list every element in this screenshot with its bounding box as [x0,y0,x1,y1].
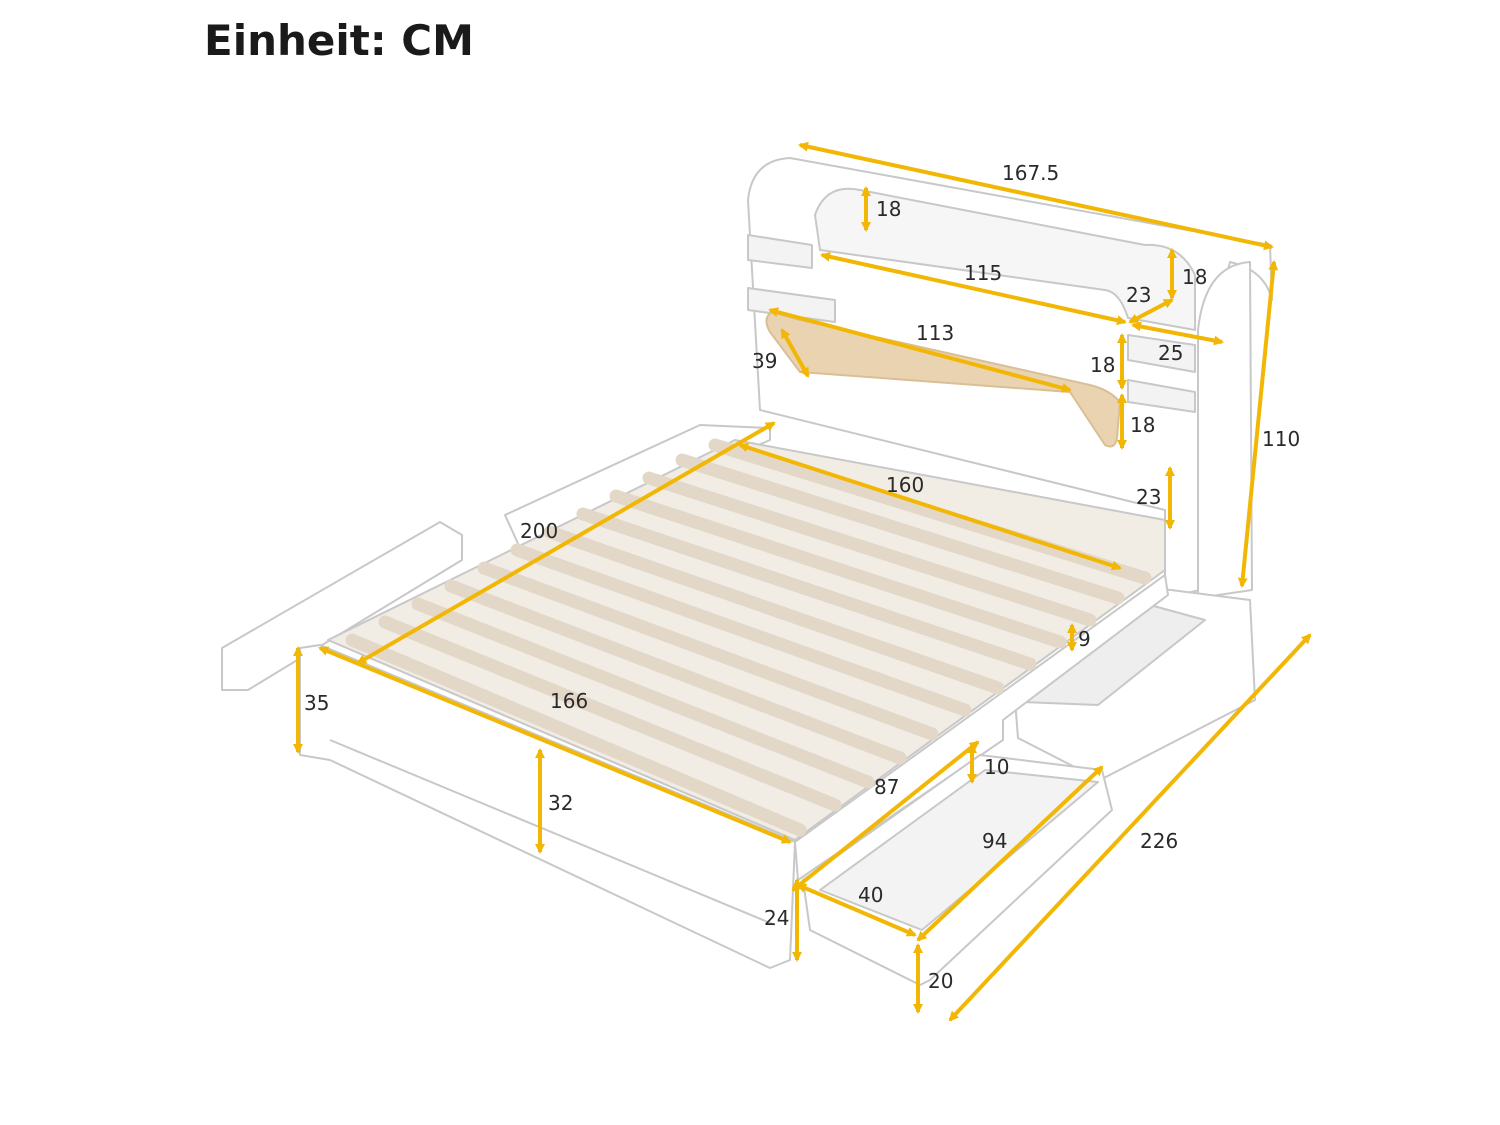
label-cushion-height: 39 [752,349,777,373]
label-side-shelf-height: 18 [1182,265,1207,289]
dimension-arrows [293,141,1312,1022]
arrow-total-length [948,633,1312,1022]
dimension-labels: 167.5 18 115 18 23 25 113 39 18 18 110 1… [304,161,1300,993]
arrow-inner-length [356,421,776,665]
arrow-drawer-width [796,883,917,937]
label-rail-gap: 23 [1136,485,1161,509]
label-side-length: 166 [550,689,588,713]
label-rail-height: 9 [1078,627,1091,651]
label-drawer-clearance: 10 [984,755,1009,779]
label-drawer-depth: 94 [982,829,1007,853]
arrow-side-shelf-depth [1128,298,1174,324]
label-cubby-height-upper: 18 [1090,353,1115,377]
label-cubby-height-lower: 18 [1130,413,1155,437]
label-drawer-front-height: 24 [764,906,789,930]
label-total-length: 226 [1140,829,1178,853]
label-drawer-length: 87 [874,775,899,799]
right-cubby-bottom [1127,379,1196,413]
label-side-height: 35 [304,691,329,715]
arrow-side-length [318,646,792,844]
label-side-shelf-width: 25 [1158,341,1183,365]
arrow-shelf-width [820,251,1127,326]
diagram-title: Einheit: CM [204,16,474,65]
arrow-side-shelf-width [1131,321,1224,346]
arrow-headboard-height [1237,260,1279,588]
arrow-headboard-width [798,141,1274,251]
arrow-cushion-width [768,307,1072,393]
label-cushion-width: 113 [916,321,954,345]
label-headboard-height: 110 [1262,427,1300,451]
left-shelf-top [747,234,813,269]
label-drawer-height: 20 [928,969,953,993]
label-shelf-width: 115 [964,261,1002,285]
label-inner-width: 160 [886,473,924,497]
label-headboard-width: 167.5 [1002,161,1059,185]
arrow-inner-width [738,442,1122,571]
arrow-cushion-height [780,328,810,378]
label-drawer-width: 40 [858,883,883,907]
label-side-shelf-depth: 23 [1126,283,1151,307]
label-footboard-height: 32 [548,791,573,815]
label-top-shelf-height: 18 [876,197,901,221]
label-inner-length: 200 [520,519,558,543]
